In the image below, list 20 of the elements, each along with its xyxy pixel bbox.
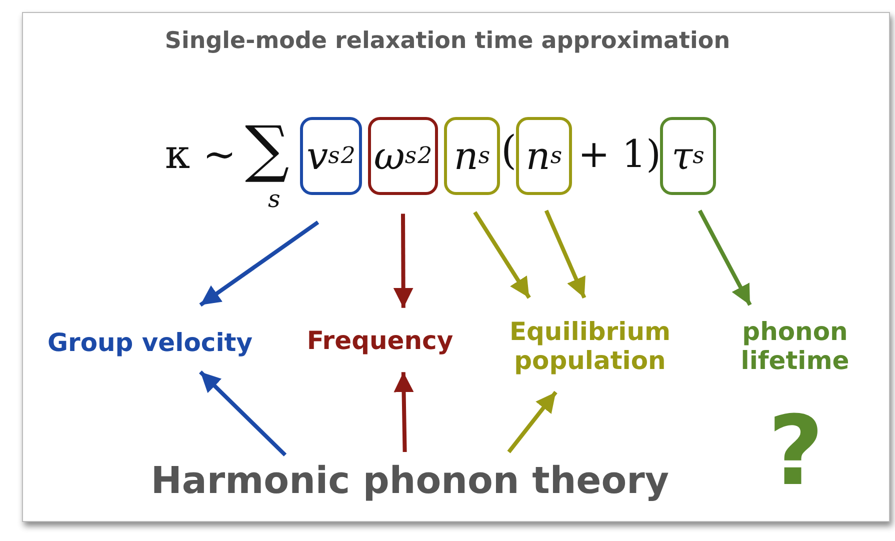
arrow	[698, 210, 752, 306]
arrow	[393, 214, 414, 308]
theory-heading: Harmonic phonon theory	[150, 455, 670, 505]
arrow	[544, 210, 586, 299]
arrow	[199, 370, 287, 456]
diagram-title: Single-mode relaxation time approximation	[164, 28, 732, 54]
sum-symbol: ∑	[245, 112, 290, 185]
arrow	[394, 372, 414, 452]
arrow	[507, 390, 558, 454]
concept-label: Frequency	[290, 318, 470, 362]
concept-label: phonon lifetime	[720, 310, 870, 382]
formula-text: (	[501, 128, 517, 174]
formula-text: κ ∼	[165, 132, 236, 178]
formula-text: + 1)	[578, 132, 661, 176]
concept-label: Equilibrium population	[495, 310, 685, 382]
arrow	[473, 211, 531, 299]
sum-index: s	[268, 185, 280, 213]
arrow	[199, 220, 320, 307]
concept-label: Group velocity	[30, 320, 270, 364]
question-mark: ?	[768, 395, 824, 507]
